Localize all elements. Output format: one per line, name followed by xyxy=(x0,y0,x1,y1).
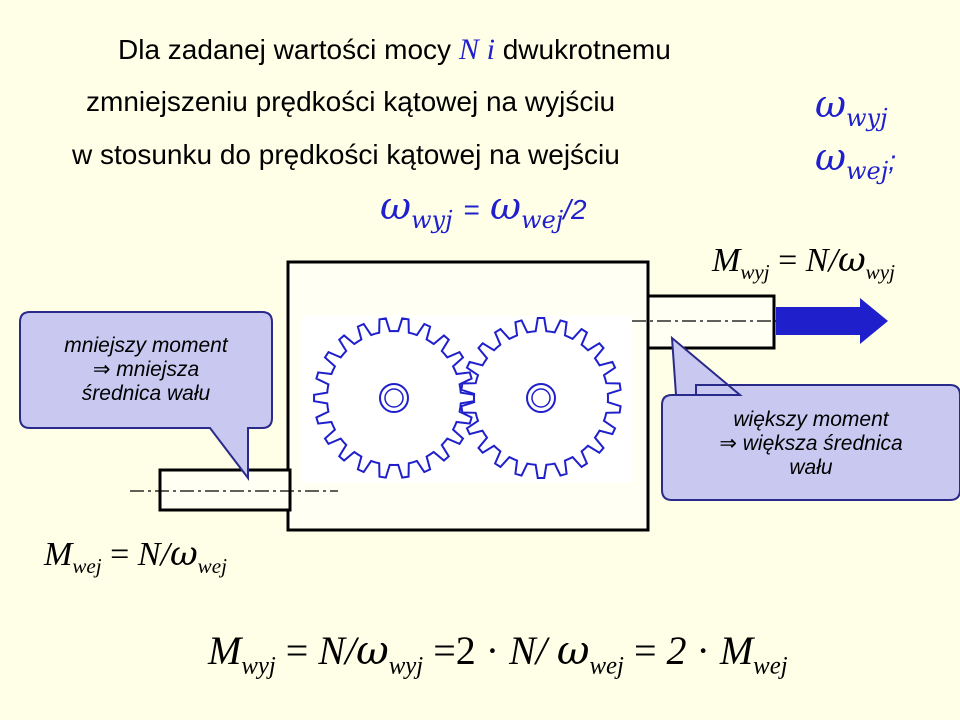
omega-subscript: wyj xyxy=(846,104,888,133)
right-gear-hub xyxy=(531,388,551,408)
callout-left-line-3: średnica wału xyxy=(81,382,211,405)
power-symbol: N xyxy=(805,242,829,279)
power-over: N/ xyxy=(509,628,547,673)
equals-sign: = xyxy=(463,194,480,225)
omega-subscript: wyj xyxy=(411,206,453,235)
equals-sign: = xyxy=(778,242,798,279)
semicolon: ; xyxy=(888,145,896,176)
power-symbol-N: N xyxy=(458,33,479,66)
left-gear-teeth xyxy=(313,317,475,479)
multiply-dot: · xyxy=(485,628,500,673)
right-gear-teeth xyxy=(460,317,622,479)
omega-subscript: wej xyxy=(846,157,889,186)
output-shaft xyxy=(646,294,776,350)
input-torque-formula: Mwej = N/ωwej xyxy=(44,536,227,584)
input-shaft xyxy=(158,468,292,512)
equals-sign: = xyxy=(285,628,309,673)
double-arrow-icon: ⇒ xyxy=(92,358,111,381)
omega-symbol: ω xyxy=(837,240,866,280)
equals-sign: = xyxy=(110,536,130,573)
divide-by-two: /2 xyxy=(563,194,587,225)
torque-symbol: M xyxy=(208,628,242,673)
omega-symbol: ω xyxy=(490,184,522,228)
callout-right-line-3: wału xyxy=(789,456,833,479)
factor-two: 2 xyxy=(666,628,687,673)
subscript: wej xyxy=(589,652,624,680)
callout-left-bubble xyxy=(19,311,273,481)
callout-right-line-1: większy moment xyxy=(733,408,889,431)
omega-symbol: ω xyxy=(815,135,846,179)
right-arrow-icon xyxy=(776,298,888,344)
callout-left-text: mniejszy moment ⇒ mniejsza średnica wału xyxy=(22,334,270,406)
power-symbol: N xyxy=(318,628,346,673)
multiply-dot: · xyxy=(696,628,710,673)
intro-line-1: Dla zadanej wartości mocy N i dwukrotnem… xyxy=(118,33,671,67)
bottom-formula: Mwyj = N/ωwyj =2 · N/ ωwej = 2 · Mwej xyxy=(208,630,788,687)
left-gear-hub xyxy=(384,388,404,408)
callout-right-line-2-text: większa średnica xyxy=(742,432,903,455)
intro-line-2: zmniejszeniu prędkości kątowej na wyjści… xyxy=(86,86,615,118)
subscript: wyj xyxy=(740,260,770,284)
output-torque-formula: Mwyj = N/ωwyj xyxy=(712,242,895,290)
intro-line-2-text: zmniejszeniu prędkości kątowej na wyjści… xyxy=(86,86,616,117)
omega-wej-label: ωwej; xyxy=(815,137,896,191)
intro-line-3-text: w stosunku do prędkości kątowej na wejśc… xyxy=(72,139,620,170)
right-gear xyxy=(460,317,622,479)
slash: / xyxy=(160,536,170,573)
subscript: wej xyxy=(197,554,227,578)
power-symbol: N xyxy=(137,536,161,573)
intro-line-1-post: dwukrotnemu xyxy=(502,34,671,65)
subscript: wej xyxy=(72,554,102,578)
omega-symbol: ω xyxy=(356,628,389,674)
callout-left-line-1: mniejszy moment xyxy=(64,334,228,357)
speed-ratio-equation: ωwyj = ωwej/2 xyxy=(380,186,587,240)
callout-left-line-2: ⇒ mniejsza xyxy=(22,358,270,382)
callout-right-line-2: ⇒ większa średnica xyxy=(664,432,958,456)
subscript: wyj xyxy=(865,260,895,284)
omega-symbol: ω xyxy=(169,534,198,574)
subscript: wej xyxy=(753,652,788,680)
torque-symbol: M xyxy=(712,242,741,279)
left-gear-hub xyxy=(379,383,409,413)
intro-line-3: w stosunku do prędkości kątowej na wejśc… xyxy=(72,139,620,171)
callout-right-text: większy moment ⇒ większa średnica wału xyxy=(664,408,958,480)
equals-two: =2 xyxy=(433,628,476,673)
omega-symbol: ω xyxy=(556,628,590,674)
callout-left-line-2-text: mniejsza xyxy=(116,358,200,381)
subscript: wyj xyxy=(241,652,276,680)
slash: / xyxy=(828,242,838,279)
omega-symbol: ω xyxy=(380,184,411,228)
ratio-symbol-i: i xyxy=(486,33,495,66)
double-arrow-icon: ⇒ xyxy=(719,432,737,455)
subscript: wyj xyxy=(388,652,424,680)
intro-line-1-pre: Dla zadanej wartości mocy xyxy=(118,34,452,65)
omega-subscript: wej xyxy=(521,206,564,235)
slash: / xyxy=(345,628,357,673)
right-gear-hub xyxy=(526,383,556,413)
callout-right-bubble xyxy=(661,335,960,501)
torque-symbol: M xyxy=(719,628,754,673)
omega-wyj-label: ωwyj xyxy=(815,84,888,138)
equals-sign: = xyxy=(633,628,657,673)
left-gear xyxy=(313,317,475,479)
omega-symbol: ω xyxy=(815,82,846,126)
torque-symbol: M xyxy=(44,536,73,573)
